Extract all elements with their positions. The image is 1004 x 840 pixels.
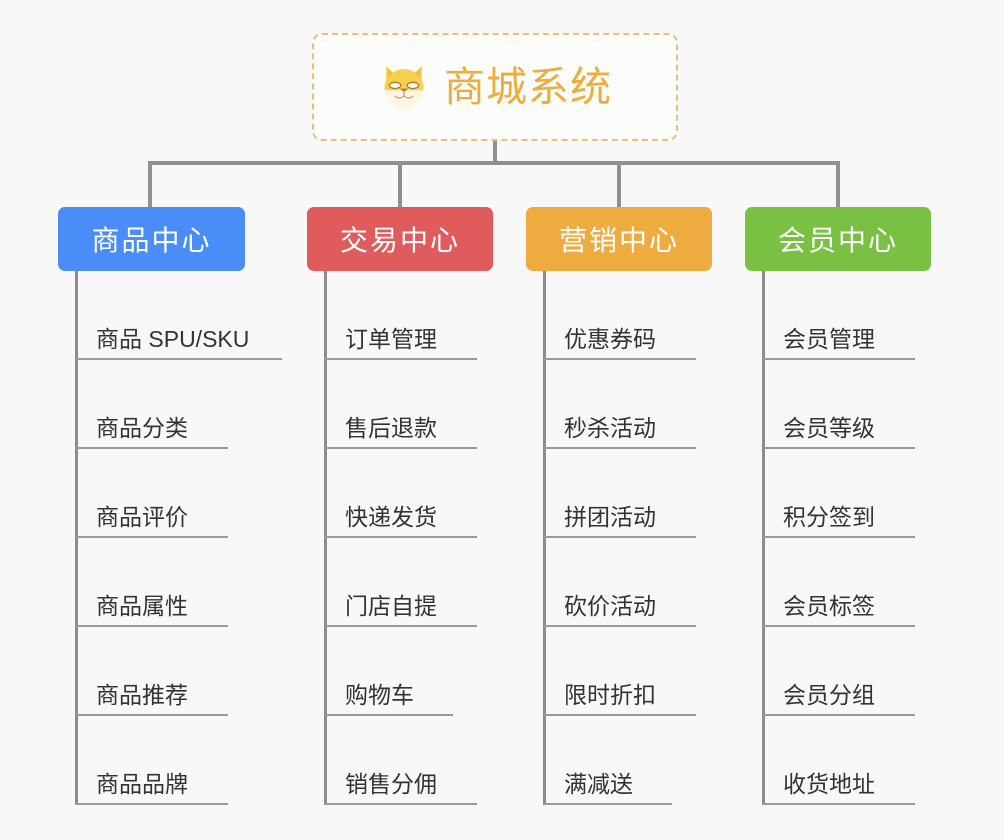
leaf-list: 商品 SPU/SKU 商品分类商品评价商品属性商品推荐商品品牌 xyxy=(58,271,282,805)
leaf-item-label: 会员标签 xyxy=(783,592,875,619)
category-header[interactable]: 交易中心 xyxy=(307,207,493,271)
leaf-item[interactable]: 售后退款 xyxy=(325,360,477,449)
leaf-item[interactable]: 收货地址 xyxy=(763,716,915,805)
leaf-item-label: 会员分组 xyxy=(783,681,875,708)
leaf-item-label: 限时折扣 xyxy=(564,681,656,708)
branch-spine xyxy=(543,271,546,805)
leaf-item[interactable]: 拼团活动 xyxy=(544,449,696,538)
root-node[interactable]: 商城系统 xyxy=(312,33,678,141)
leaf-item-label: 销售分佣 xyxy=(345,770,437,797)
category-header[interactable]: 商品中心 xyxy=(58,207,245,271)
leaf-item-label: 积分签到 xyxy=(783,503,875,530)
leaf-item-label: 门店自提 xyxy=(345,592,437,619)
leaf-list: 优惠券码秒杀活动拼团活动砍价活动限时折扣满减送 xyxy=(526,271,712,805)
leaf-item-label: 商品品牌 xyxy=(96,770,188,797)
leaf-item[interactable]: 砍价活动 xyxy=(544,538,696,627)
leaf-item-label: 砍价活动 xyxy=(564,592,656,619)
leaf-item[interactable]: 积分签到 xyxy=(763,449,915,538)
leaf-item-label: 会员等级 xyxy=(783,414,875,441)
leaf-item-label: 快递发货 xyxy=(345,503,437,530)
leaf-item-label: 商品属性 xyxy=(96,592,188,619)
branch-column: 商品中心商品 SPU/SKU 商品分类商品评价商品属性商品推荐商品品牌 xyxy=(58,207,282,805)
leaf-item[interactable]: 商品品牌 xyxy=(76,716,228,805)
leaf-item-label: 商品评价 xyxy=(96,503,188,530)
leaf-item-label: 售后退款 xyxy=(345,414,437,441)
leaf-item[interactable]: 会员管理 xyxy=(763,271,915,360)
leaf-item-label: 优惠券码 xyxy=(564,325,656,352)
connector-root-stem xyxy=(493,141,497,165)
leaf-item-label: 商品分类 xyxy=(96,414,188,441)
branch-column: 交易中心订单管理售后退款快递发货门店自提购物车销售分佣 xyxy=(307,207,493,805)
branch-column: 营销中心优惠券码秒杀活动拼团活动砍价活动限时折扣满减送 xyxy=(526,207,712,805)
branch-column: 会员中心会员管理会员等级积分签到会员标签会员分组收货地址 xyxy=(745,207,931,805)
leaf-item[interactable]: 满减送 xyxy=(544,716,672,805)
leaf-item[interactable]: 快递发货 xyxy=(325,449,477,538)
leaf-item-label: 商品推荐 xyxy=(96,681,188,708)
leaf-item-label: 会员管理 xyxy=(783,325,875,352)
category-header[interactable]: 会员中心 xyxy=(745,207,931,271)
leaf-item[interactable]: 优惠券码 xyxy=(544,271,696,360)
branch-spine xyxy=(324,271,327,805)
leaf-item-label: 秒杀活动 xyxy=(564,414,656,441)
leaf-item[interactable]: 商品 SPU/SKU xyxy=(76,271,282,360)
leaf-list: 会员管理会员等级积分签到会员标签会员分组收货地址 xyxy=(745,271,931,805)
branch-spine xyxy=(762,271,765,805)
leaf-item[interactable]: 商品推荐 xyxy=(76,627,228,716)
leaf-item[interactable]: 商品属性 xyxy=(76,538,228,627)
connector-drop-2 xyxy=(398,161,402,208)
branch-spine xyxy=(75,271,78,805)
leaf-item[interactable]: 商品评价 xyxy=(76,449,228,538)
leaf-item[interactable]: 订单管理 xyxy=(325,271,477,360)
leaf-item-label: 拼团活动 xyxy=(564,503,656,530)
leaf-item[interactable]: 限时折扣 xyxy=(544,627,696,716)
connector-drop-4 xyxy=(836,161,840,208)
leaf-item-label: 订单管理 xyxy=(345,325,437,352)
leaf-item[interactable]: 销售分佣 xyxy=(325,716,477,805)
leaf-item[interactable]: 商品分类 xyxy=(76,360,228,449)
leaf-item-label: 收货地址 xyxy=(783,770,875,797)
leaf-item[interactable]: 秒杀活动 xyxy=(544,360,696,449)
leaf-item-label: 购物车 xyxy=(345,681,414,708)
leaf-list: 订单管理售后退款快递发货门店自提购物车销售分佣 xyxy=(307,271,493,805)
leaf-item[interactable]: 会员标签 xyxy=(763,538,915,627)
shiba-dog-face-icon xyxy=(384,65,424,110)
leaf-item[interactable]: 门店自提 xyxy=(325,538,477,627)
leaf-item-label: 商品 SPU/SKU xyxy=(96,325,250,352)
connector-horizontal-bus xyxy=(148,161,838,165)
leaf-item[interactable]: 会员等级 xyxy=(763,360,915,449)
leaf-item[interactable]: 购物车 xyxy=(325,627,453,716)
connector-drop-3 xyxy=(617,161,621,208)
category-header[interactable]: 营销中心 xyxy=(526,207,712,271)
leaf-item-label: 满减送 xyxy=(564,770,633,797)
leaf-item[interactable]: 会员分组 xyxy=(763,627,915,716)
root-title: 商城系统 xyxy=(444,63,612,110)
connector-drop-1 xyxy=(148,161,152,208)
